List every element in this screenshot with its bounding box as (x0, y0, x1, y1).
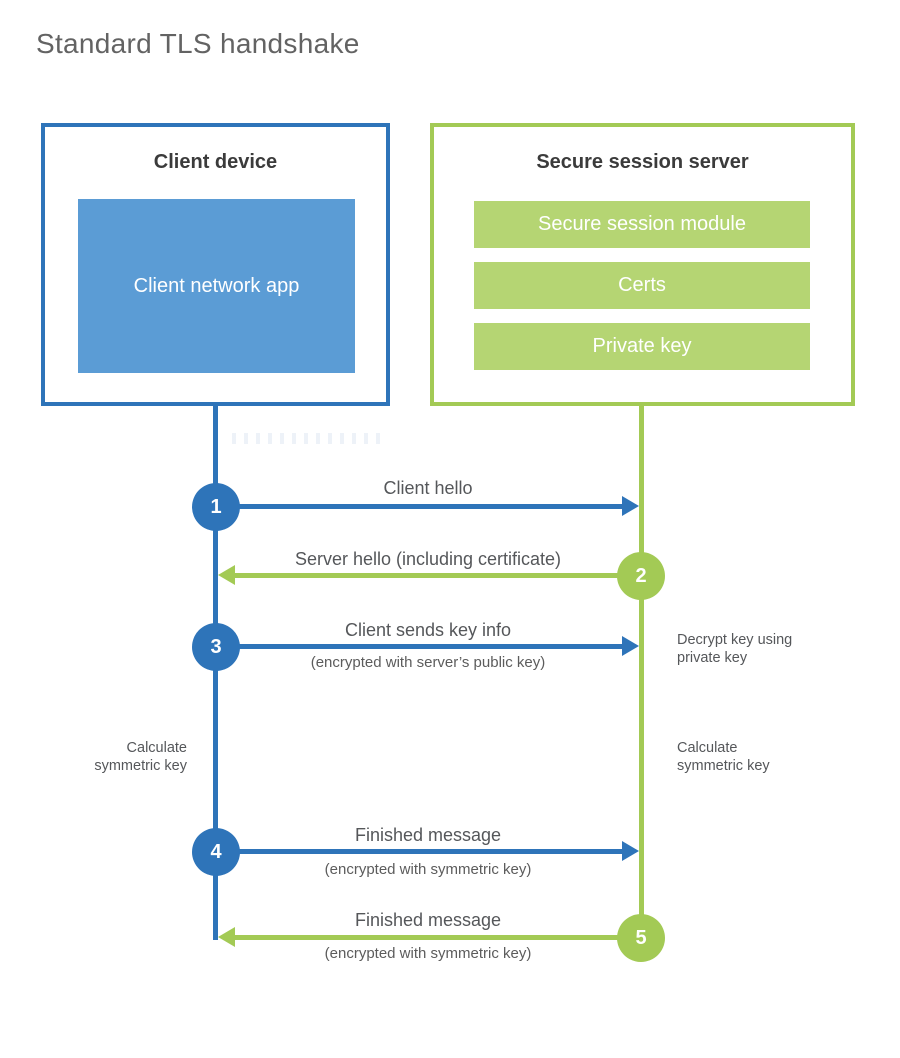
sublabel-finished-client: (encrypted with symmetric key) (324, 861, 532, 878)
server-box-title: Secure session server (536, 151, 749, 173)
secure-session-server-box: Secure session server Secure session mod… (430, 123, 855, 406)
step-badge-4: 4 (192, 828, 240, 876)
server-module-certs: Certs (474, 262, 810, 309)
client-lifeline (213, 406, 218, 940)
arrow-finished-client (216, 841, 639, 861)
label-server-hello: Server hello (including certificate) (294, 549, 562, 569)
arrow-finished-server (218, 927, 641, 947)
step-badge-1: 1 (192, 483, 240, 531)
note-calculate-symmetric-key-client: Calculate symmetric key (94, 740, 187, 774)
client-box-title: Client device (153, 151, 278, 173)
label-finished-client: Finished message (354, 825, 502, 845)
server-module-private-key: Private key (474, 323, 810, 370)
label-client-key-info: Client sends key info (344, 620, 512, 640)
note-calculate-symmetric-key-server: Calculate symmetric key (677, 740, 770, 774)
sublabel-client-key-info: (encrypted with server’s public key) (310, 654, 546, 671)
arrow-client-hello (216, 496, 639, 516)
sublabel-finished-server: (encrypted with symmetric key) (324, 945, 532, 962)
arrow-client-key-info (216, 636, 639, 656)
faint-dashes-artifact (232, 433, 385, 444)
client-app-label: Client network app (133, 275, 300, 297)
label-client-hello: Client hello (383, 478, 473, 498)
page-title: Standard TLS handshake (36, 28, 360, 59)
step-badge-2: 2 (617, 552, 665, 600)
client-network-app-node: Client network app (78, 199, 355, 373)
note-decrypt-key: Decrypt key using private key (677, 632, 793, 666)
server-module-secure-session: Secure session module (474, 201, 810, 248)
step-badge-3: 3 (192, 623, 240, 671)
client-device-box: Client device Client network app (41, 123, 390, 406)
label-finished-server: Finished message (354, 910, 502, 930)
server-lifeline (639, 406, 644, 938)
arrow-server-hello (218, 565, 641, 585)
step-badge-5: 5 (617, 914, 665, 962)
